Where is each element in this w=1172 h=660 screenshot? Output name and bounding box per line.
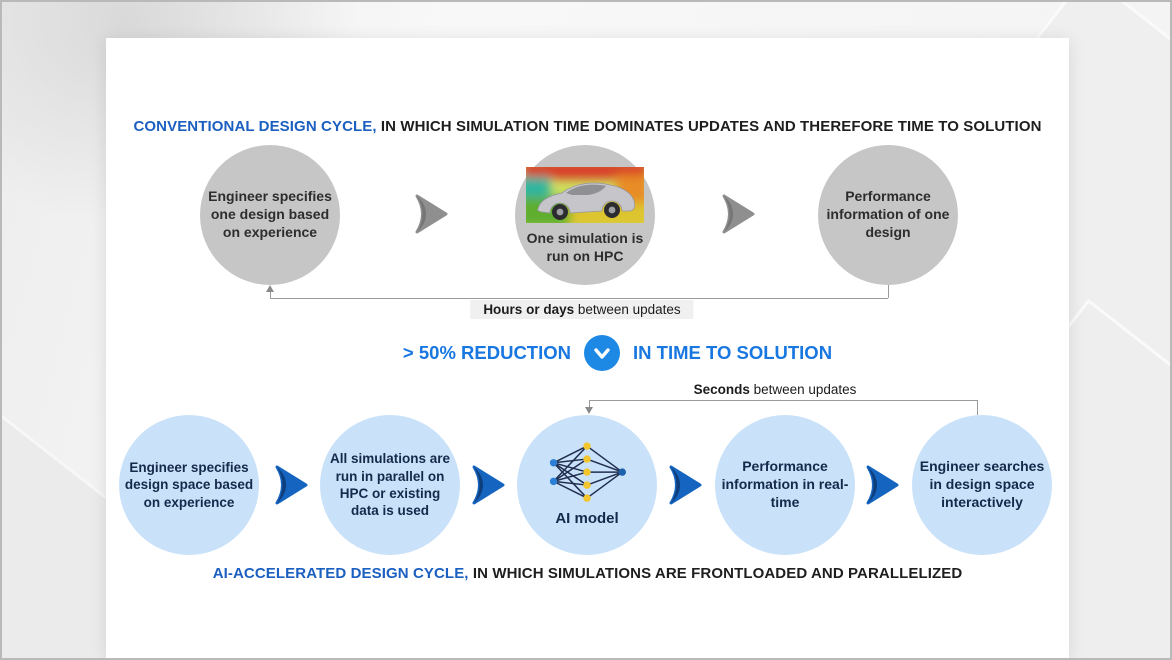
step-label: Performance information of one design — [826, 188, 950, 240]
step-label: Engineer specifies one design based on e… — [208, 188, 332, 240]
step-all-simulations-parallel: All simulations are run in parallel on H… — [320, 415, 460, 555]
label-bold: Seconds — [693, 382, 750, 397]
flow-arrow-icon — [669, 465, 702, 505]
label-rest: between updates — [749, 382, 857, 397]
feedback-arrowhead-down-icon — [585, 407, 593, 414]
hours-between-updates-label: Hours or days between updates — [470, 300, 694, 319]
step-performance-real-time: Performance information in real-time — [715, 415, 855, 555]
flow-arrow-icon — [472, 465, 505, 505]
car-simulation-image — [522, 165, 648, 225]
step-engineer-searches-design-space: Engineer searches in design space intera… — [912, 415, 1052, 555]
feedback-line — [589, 400, 590, 407]
diagram-card: CONVENTIONAL DESIGN CYCLE, IN WHICH SIMU… — [106, 38, 1069, 658]
title-rest: IN WHICH SIMULATIONS ARE FRONTLOADED AND… — [468, 565, 963, 582]
step-label: AI model — [555, 509, 619, 527]
step-label: Performance information in real-time — [721, 458, 849, 510]
step-label: Engineer specifies design space based on… — [124, 460, 254, 510]
conventional-cycle-title: CONVENTIONAL DESIGN CYCLE, IN WHICH SIMU… — [106, 118, 1069, 135]
label-bold: Hours or days — [483, 302, 575, 317]
flow-arrow-icon — [866, 465, 899, 505]
reduction-left-text: > 50% REDUCTION — [402, 342, 572, 363]
step-ai-model: AI model — [517, 415, 657, 555]
feedback-line — [270, 298, 888, 299]
title-highlight: AI-ACCELERATED DESIGN CYCLE, — [212, 565, 469, 582]
flow-arrow-icon — [722, 194, 755, 234]
seconds-between-updates-label: Seconds between updates — [694, 382, 857, 397]
feedback-line — [888, 285, 889, 298]
step-performance-one-design: Performance information of one design — [818, 145, 958, 285]
step-one-simulation-hpc: One simulation is run on HPC — [515, 145, 655, 285]
feedback-line — [977, 400, 978, 415]
chevron-down-icon — [584, 335, 621, 371]
accelerated-cycle-title: AI-ACCELERATED DESIGN CYCLE, IN WHICH SI… — [106, 565, 1069, 582]
reduction-right-text: IN TIME TO SOLUTION — [633, 342, 833, 363]
title-highlight: CONVENTIONAL DESIGN CYCLE, — [133, 118, 377, 135]
feedback-line — [270, 291, 271, 298]
flow-arrow-icon — [275, 465, 308, 505]
step-engineer-specifies-one-design: Engineer specifies one design based on e… — [200, 145, 340, 285]
reduction-banner: > 50% REDUCTION IN TIME TO SOLUTION — [136, 334, 1099, 372]
step-label: One simulation is run on HPC — [526, 229, 644, 264]
step-label: Engineer searches in design space intera… — [919, 458, 1045, 510]
step-label: All simulations are run in parallel on H… — [329, 451, 451, 519]
label-rest: between updates — [574, 302, 681, 317]
step-engineer-specifies-design-space: Engineer specifies design space based on… — [119, 415, 259, 555]
feedback-arrowhead-up-icon — [266, 285, 274, 292]
feedback-line — [589, 400, 977, 401]
title-rest: IN WHICH SIMULATION TIME DOMINATES UPDAT… — [376, 118, 1042, 135]
flow-arrow-icon — [415, 194, 448, 234]
neural-network-icon — [548, 442, 626, 504]
